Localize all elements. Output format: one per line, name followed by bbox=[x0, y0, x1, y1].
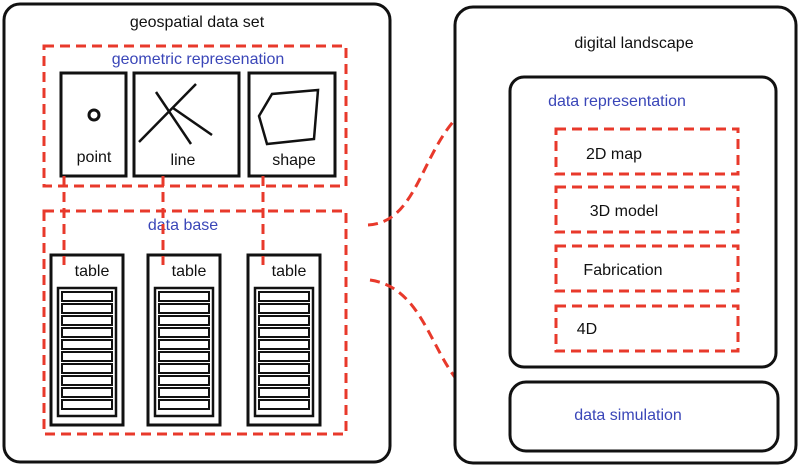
table-row bbox=[158, 351, 210, 362]
geospatial-data-set-panel: geospatial data set geometric represenat… bbox=[2, 2, 392, 464]
table-row bbox=[61, 399, 113, 410]
rep-item-4d-label: 4D bbox=[577, 321, 597, 338]
table-row bbox=[258, 375, 310, 386]
table-rows bbox=[253, 286, 315, 418]
table-row bbox=[158, 399, 210, 410]
table-row bbox=[258, 291, 310, 302]
table-row bbox=[158, 315, 210, 326]
data-representation-box: data representation 2D map 3D model Fabr… bbox=[508, 75, 778, 369]
data-representation-frame bbox=[508, 75, 778, 369]
database-title-bg bbox=[148, 216, 218, 232]
table-row bbox=[258, 363, 310, 374]
rep-item-fabrication-label: Fabrication bbox=[583, 262, 662, 279]
table-row bbox=[158, 339, 210, 350]
data-representation-title: data representation bbox=[548, 93, 686, 110]
table-row bbox=[158, 327, 210, 338]
table-label: table bbox=[272, 263, 307, 280]
table-row bbox=[258, 315, 310, 326]
table-row bbox=[258, 327, 310, 338]
shape-box-frame bbox=[247, 71, 337, 178]
geometric-group-outline bbox=[42, 44, 348, 188]
shape-box: shape bbox=[247, 71, 337, 178]
database-group: data base table table table bbox=[42, 209, 348, 436]
table-row bbox=[61, 351, 113, 362]
geospatial-panel-title: geospatial data set bbox=[130, 14, 265, 31]
table-label: table bbox=[75, 263, 110, 280]
geometric-group-title: geometric represenation bbox=[112, 51, 285, 68]
line-label: line bbox=[171, 152, 196, 169]
table-2: table bbox=[146, 253, 222, 427]
point-box-frame bbox=[59, 71, 128, 178]
line-box-frame bbox=[132, 71, 241, 178]
table-row bbox=[61, 363, 113, 374]
digital-landscape-panel: digital landscape data representation 2D… bbox=[453, 5, 798, 465]
database-group-outline bbox=[42, 209, 348, 436]
data-simulation-box: data simulation bbox=[508, 380, 780, 453]
table-row bbox=[158, 291, 210, 302]
point-box: point bbox=[59, 71, 128, 178]
lines-icon bbox=[138, 83, 213, 145]
digital-landscape-title: digital landscape bbox=[574, 35, 693, 52]
table-row bbox=[61, 375, 113, 386]
table-row bbox=[61, 387, 113, 398]
table-label: table bbox=[172, 263, 207, 280]
polygon-icon bbox=[257, 88, 320, 146]
table-row bbox=[61, 339, 113, 350]
line-box: line bbox=[132, 71, 241, 178]
table-row bbox=[61, 315, 113, 326]
data-simulation-frame bbox=[508, 380, 780, 453]
table-row bbox=[158, 303, 210, 314]
table-rows bbox=[56, 286, 118, 418]
geometric-representation-group: geometric represenation point line shape bbox=[42, 44, 348, 188]
table-row bbox=[158, 363, 210, 374]
table-row bbox=[61, 303, 113, 314]
shape-label: shape bbox=[272, 152, 316, 169]
point-label: point bbox=[77, 149, 112, 166]
geometric-title-bg bbox=[112, 51, 310, 67]
table-rows bbox=[153, 286, 215, 418]
rep-item-2d-map-label: 2D map bbox=[586, 146, 642, 163]
table-3: table bbox=[246, 253, 322, 427]
table-row bbox=[61, 327, 113, 338]
data-simulation-label: data simulation bbox=[574, 407, 682, 424]
table-row bbox=[258, 387, 310, 398]
table-row bbox=[158, 375, 210, 386]
database-group-title: data base bbox=[148, 217, 218, 234]
table-row bbox=[258, 399, 310, 410]
rep-item-3d-model-label: 3D model bbox=[590, 203, 658, 220]
table-row bbox=[258, 351, 310, 362]
table-1: table bbox=[49, 253, 125, 427]
table-row bbox=[258, 303, 310, 314]
table-row bbox=[258, 339, 310, 350]
table-row bbox=[61, 291, 113, 302]
table-row bbox=[158, 387, 210, 398]
point-icon bbox=[87, 108, 101, 122]
